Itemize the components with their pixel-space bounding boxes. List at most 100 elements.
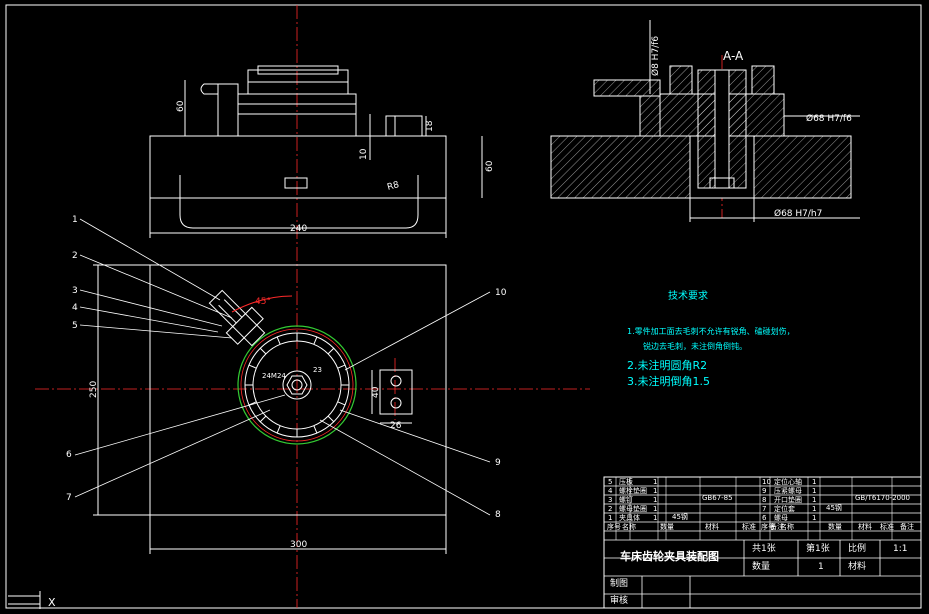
tech-note-1b: 锐边去毛刺，未注倒角倒钝。 xyxy=(643,341,747,351)
tb-row-name: 定位套 xyxy=(774,504,795,513)
tb-header: 标准 xyxy=(742,522,756,531)
balloon-8: 8 xyxy=(495,510,501,520)
tb-row-no: 5 xyxy=(608,478,612,486)
tb-row-name: 定位心轴 xyxy=(774,477,802,486)
sheet-total: 共1张 xyxy=(752,543,776,554)
scale-label: 比例 xyxy=(848,542,866,554)
dim-r8: R8 xyxy=(386,180,400,193)
angle-label: 45° xyxy=(255,297,271,307)
tb-row-no: 4 xyxy=(608,487,613,495)
section-left-riser xyxy=(639,95,661,137)
side-block xyxy=(379,369,413,415)
front-nut xyxy=(284,177,308,189)
fit-vertical-text: Ø8 H7/f6 xyxy=(650,36,661,76)
tb-row-qty: 1 xyxy=(812,478,816,486)
plan-base-plate xyxy=(149,264,447,516)
dim-60-right: 60 xyxy=(485,160,495,172)
scale-value: 1:1 xyxy=(893,544,907,554)
tb-row-name: 螺母垫圈 xyxy=(619,504,647,513)
tb-row-qty: 1 xyxy=(812,505,816,513)
tb-row-name: 螺钉 xyxy=(619,495,633,504)
sheet-number: 第1张 xyxy=(806,542,830,554)
tech-note-2: 2.未注明圆角R2 xyxy=(627,358,707,372)
leader-line xyxy=(319,419,491,516)
leader-line xyxy=(344,291,491,371)
dim-18: 18 xyxy=(425,120,435,132)
balloon-10: 10 xyxy=(495,288,507,298)
gear-slot xyxy=(248,364,257,369)
tb-row-name: 压紧螺母 xyxy=(774,486,802,495)
clamp-bar xyxy=(208,289,266,347)
leader-lines xyxy=(74,218,491,516)
tb-row-no: 2 xyxy=(608,505,612,513)
technical-notes: 技术要求 1.零件加工面去毛刺不允许有锐角、磕碰划伤， 锐边去毛刺，未注倒角倒钝… xyxy=(627,289,795,388)
front-view: 60 60 240 10 18 R8 xyxy=(149,65,495,238)
tb-header: 材料 xyxy=(705,522,719,531)
tb-header: 序号 xyxy=(761,522,775,531)
tb-row-no: 9 xyxy=(762,487,766,495)
tb-header: 备注 xyxy=(770,522,784,531)
tb-row-qty: 1 xyxy=(812,487,816,495)
section-collar-right xyxy=(751,65,775,95)
gear-slot xyxy=(327,347,335,355)
balloon-4: 4 xyxy=(72,303,78,313)
qty-value: 1 xyxy=(818,562,824,572)
plan-view: 300 250 24M24 23 45° 40 26 xyxy=(89,264,447,554)
std-1: GB67-85 xyxy=(702,494,733,502)
mat-2: 45钢 xyxy=(826,503,842,512)
leader-line xyxy=(74,409,271,498)
std-2: GB/T6170-2000 xyxy=(855,494,910,502)
dim-240: 240 xyxy=(290,224,307,234)
side-block-hole2 xyxy=(390,397,402,409)
tb-row-no: 3 xyxy=(608,496,612,504)
leader-line xyxy=(79,254,233,319)
section-title: A-A xyxy=(723,49,744,63)
leader-line xyxy=(79,218,221,301)
front-cap xyxy=(257,65,339,75)
tb-row-no: 7 xyxy=(762,505,766,513)
center-pin xyxy=(291,379,303,391)
clamp-screw-2 xyxy=(218,304,237,324)
tb-row-no: 8 xyxy=(762,496,766,504)
leader-line xyxy=(79,324,233,339)
tb-row-qty: 1 xyxy=(653,514,657,522)
balloon-5: 5 xyxy=(72,321,78,331)
balloon-3: 3 xyxy=(72,286,78,296)
tb-row-qty: 1 xyxy=(812,514,816,522)
tb-row-name: 螺母 xyxy=(774,513,788,522)
dim-300: 300 xyxy=(290,540,307,550)
mat-1: 45钢 xyxy=(672,512,688,521)
clamp-screw xyxy=(223,299,243,318)
balloon-6: 6 xyxy=(66,450,72,460)
front-right-block xyxy=(385,115,423,137)
title-block-title: 车床齿轮夹具装配图 xyxy=(620,549,719,563)
gear-outer-red xyxy=(240,328,354,442)
tb-row-name: 夹具体 xyxy=(619,513,640,522)
ucs-arrow xyxy=(8,591,41,609)
tb-header: 材料 xyxy=(858,522,872,531)
ucs-x-label: X xyxy=(48,596,56,609)
leader-line xyxy=(79,306,219,333)
hole-label: 24M24 xyxy=(262,372,286,380)
section-left-clamp xyxy=(593,79,661,97)
tech-note-1: 1.零件加工面去毛刺不允许有锐角、磕碰划伤， xyxy=(627,326,795,336)
gear-teeth xyxy=(245,333,349,437)
title-block: 车床齿轮夹具装配图 共1张 第1张 比例 1:1 数量 1 材料 制图 审核 G… xyxy=(603,476,922,609)
dim-60-left: 60 xyxy=(176,100,186,112)
dim-40: 40 xyxy=(371,386,381,398)
dim-26: 26 xyxy=(390,421,402,431)
front-left-clamp xyxy=(217,83,239,137)
qty-label: 数量 xyxy=(752,560,770,572)
section-nut-bottom xyxy=(709,177,735,189)
gear-outer-green xyxy=(237,325,357,445)
gear-slot xyxy=(248,401,257,406)
tb-row-name: 压板 xyxy=(619,477,633,486)
angled-clamp xyxy=(208,289,266,347)
front-left-knob xyxy=(200,83,218,95)
section-collar xyxy=(669,65,693,95)
tb-row-qty: 1 xyxy=(653,487,657,495)
leader-line xyxy=(74,394,286,456)
front-base-plate xyxy=(149,135,447,199)
leader-line xyxy=(339,409,491,463)
